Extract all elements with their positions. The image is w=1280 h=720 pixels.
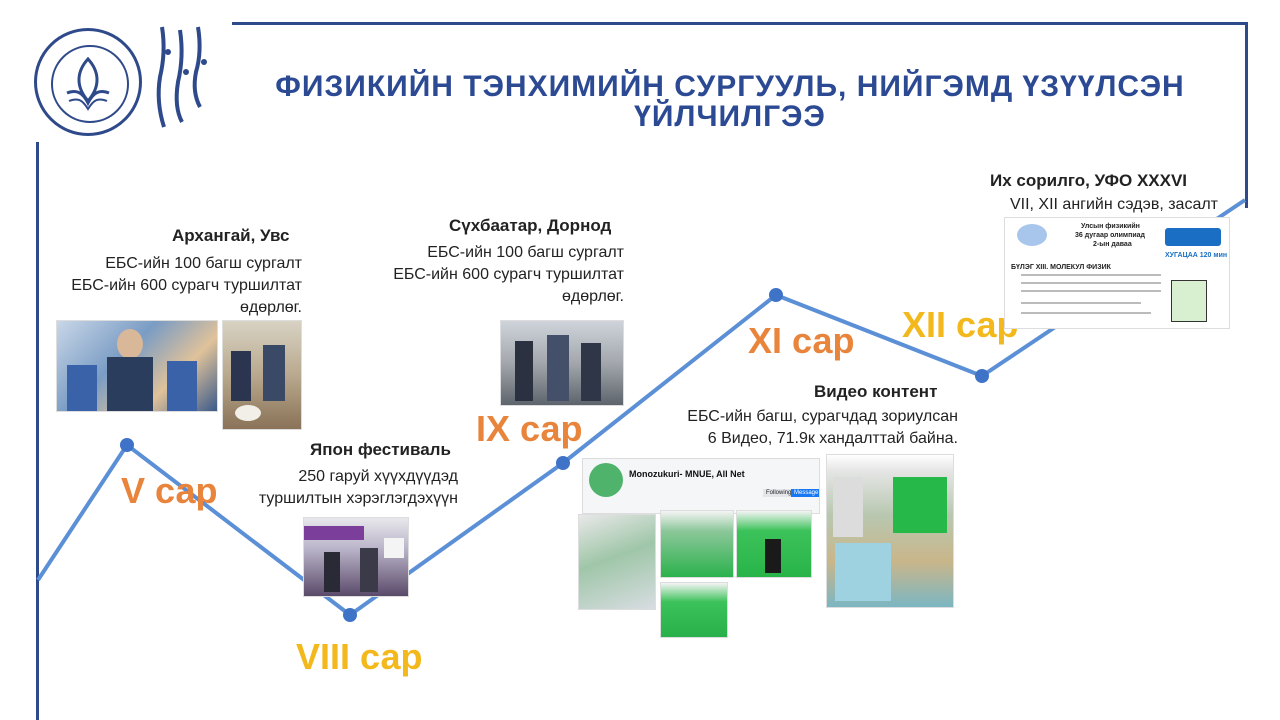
logo-inner-ring <box>51 45 129 123</box>
facebook-page-name: Monozukuri- MNUE, All Net <box>629 469 745 479</box>
frame-top-line <box>232 22 1248 25</box>
screenshot-olympiad-paper: Улсын физикийн 36 дугаар олимпиад 2-ын д… <box>1004 217 1230 329</box>
frame-left-line <box>36 142 39 720</box>
photo-arkhangai-students <box>222 320 302 430</box>
photo-japan-festival <box>303 517 409 597</box>
month-xii-label: XII сар <box>902 304 1019 345</box>
photo-sukhbaatar-students <box>500 320 624 406</box>
title-line-2: ҮЙЛЧИЛГЭЭ <box>634 100 826 133</box>
event-sukhbaatar-desc: ЕБС-ийн 100 багш сургалт ЕБС-ийн 600 сур… <box>393 244 624 305</box>
olympiad-right-logo <box>1165 228 1221 246</box>
event-japan-heading: Япон фестиваль <box>310 440 451 459</box>
marker-ix <box>556 456 570 470</box>
event-video-desc: ЕБС-ийн багш, сурагчдад зориулсан 6 Виде… <box>687 408 958 447</box>
book-flame-icon <box>66 56 110 111</box>
olympiad-diagram <box>1171 280 1207 322</box>
event-arkhangai-desc: ЕБС-ийн 100 багш сургалт ЕБС-ийн 600 сур… <box>71 255 302 316</box>
university-logo <box>34 28 142 136</box>
event-sukhbaatar-heading: Сүхбаатар, Дорнод <box>449 216 612 235</box>
event-video-heading: Видео контент <box>814 382 938 401</box>
title-line-1: ФИЗИКИЙН ТЭНХИМИЙН СУРГУУЛЬ, НИЙГЭМД ҮЗҮ… <box>275 70 1185 103</box>
olympiad-left-logo <box>1017 224 1047 246</box>
month-viii-label: VIII сар <box>296 636 423 677</box>
photo-arkhangai-class <box>56 320 218 412</box>
marker-xi <box>769 288 783 302</box>
olympiad-title-1: Улсын физикийн <box>1081 223 1140 230</box>
olympiad-title-2: 36 дугаар олимпиад <box>1075 232 1145 239</box>
marker-xii <box>975 369 989 383</box>
event-olympiad-heading: Их сорилго, УФО XXXVI <box>990 171 1188 190</box>
event-arkhangai-heading: Архангай, Увс <box>172 226 290 245</box>
event-japan-desc: 250 гаруй хүүхдүүдэд туршилтын хэрэглэгд… <box>258 468 458 507</box>
olympiad-time: ХУГАЦАА 120 мин <box>1165 252 1228 259</box>
page-title: ФИЗИКИЙН ТЭНХИМИЙН СУРГУУЛЬ, НИЙГЭМД ҮЗҮ… <box>240 72 1220 132</box>
mongolian-script-logo <box>156 26 207 128</box>
olympiad-section: БҮЛЭГ XIII. МОЛЕКУЛ ФИЗИК <box>1011 264 1111 271</box>
month-ix-label: IX сар <box>476 408 583 449</box>
event-olympiad-desc: VII, XII ангийн сэдэв, засалт <box>1009 196 1218 213</box>
screenshot-facebook-page: Monozukuri- MNUE, All Net Following Mess… <box>582 458 820 514</box>
page-avatar <box>589 463 623 497</box>
timeline-markers <box>120 288 989 622</box>
screenshot-post-2 <box>660 510 734 578</box>
message-button: Message <box>791 489 819 497</box>
frame-right-line <box>1245 22 1248 208</box>
screenshot-post-4 <box>660 582 728 638</box>
olympiad-title-3: 2-ын даваа <box>1093 241 1132 248</box>
marker-viii <box>343 608 357 622</box>
screenshot-post-1 <box>578 514 656 610</box>
following-button: Following <box>763 489 795 497</box>
marker-v <box>120 438 134 452</box>
screenshot-post-3 <box>736 510 812 578</box>
month-v-label: V сар <box>121 470 218 511</box>
screenshot-post-5 <box>826 454 954 608</box>
month-xi-label: XI сар <box>748 320 855 361</box>
